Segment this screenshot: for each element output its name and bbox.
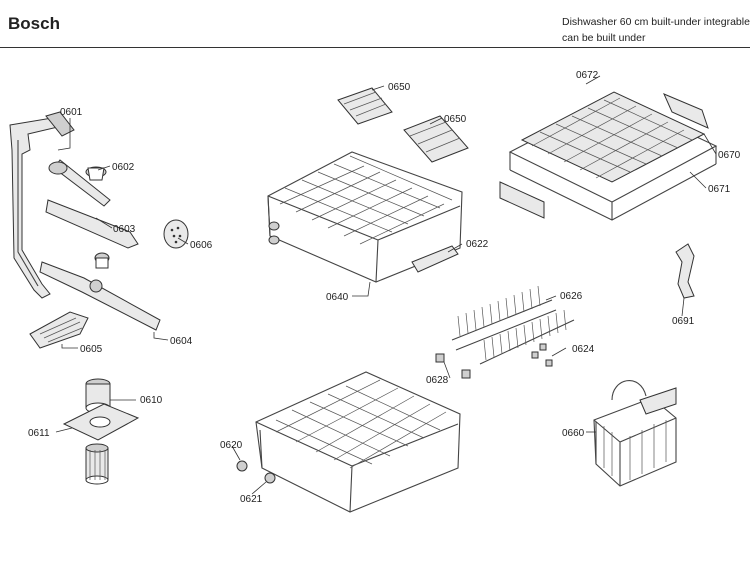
- spray-pipe-assembly: [9, 111, 189, 349]
- part-labels: 0601 0602 0603 0604 0605 0606 0610 0611 …: [28, 70, 741, 505]
- label-0628: 0628: [426, 375, 449, 386]
- label-0626: 0626: [560, 291, 583, 302]
- label-0610: 0610: [140, 395, 163, 406]
- cutlery-tray: [499, 91, 718, 221]
- tine-rows: [435, 285, 575, 379]
- label-0605: 0605: [80, 344, 103, 355]
- label-0624: 0624: [572, 344, 595, 355]
- label-0672: 0672: [576, 70, 599, 81]
- lower-basket: [236, 371, 461, 513]
- label-0650-top: 0650: [388, 82, 411, 93]
- label-0640: 0640: [326, 292, 349, 303]
- brand-title: Bosch: [8, 14, 60, 33]
- cutlery-basket: [593, 380, 677, 487]
- label-0611: 0611: [28, 428, 50, 439]
- label-0691: 0691: [672, 316, 695, 327]
- leader-lines: [55, 75, 717, 495]
- header-divider: [0, 47, 750, 48]
- label-0601: 0601: [60, 107, 83, 118]
- label-0621: 0621: [240, 494, 263, 505]
- label-0660: 0660: [562, 428, 585, 439]
- label-0622: 0622: [466, 239, 489, 250]
- clip-part: [675, 243, 695, 299]
- label-0603: 0603: [113, 224, 136, 235]
- label-0606: 0606: [190, 240, 213, 251]
- description-line-2: can be built under: [562, 32, 646, 44]
- label-0670: 0670: [718, 150, 741, 161]
- filter-assembly: [62, 378, 140, 485]
- upper-basket: [267, 87, 469, 283]
- label-0650-second: 0650: [444, 114, 467, 125]
- label-0602: 0602: [112, 162, 135, 173]
- description-line-1: Dishwasher 60 cm built-under integrable: [562, 16, 750, 28]
- model-description: Dishwasher 60 cm built-under integrable …: [562, 14, 750, 46]
- label-0620: 0620: [220, 440, 243, 451]
- label-0671: 0671: [708, 184, 731, 195]
- label-0604: 0604: [170, 336, 193, 347]
